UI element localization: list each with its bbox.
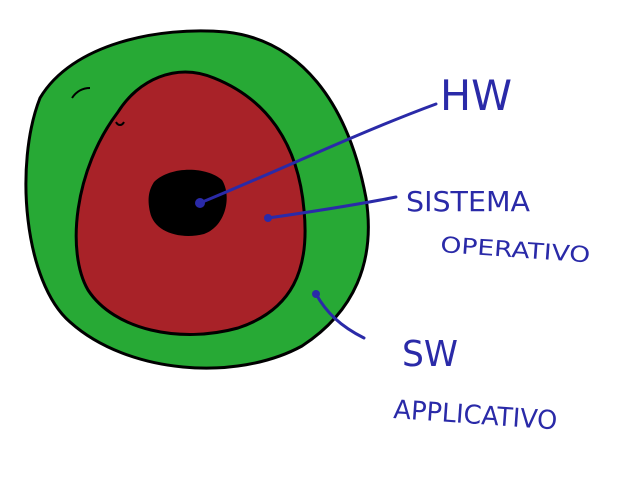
pointer-sw <box>314 292 366 340</box>
pointer-hw-dot <box>195 198 205 208</box>
pointer-lines <box>195 102 438 340</box>
pointer-sw-dot <box>312 290 320 298</box>
label-applicativo: APPLICATIVO <box>393 395 559 436</box>
stray-mark-1 <box>71 87 91 99</box>
label-hw: HW <box>440 71 512 120</box>
pointer-os-dot <box>264 214 272 222</box>
stray-mark-2 <box>115 121 125 126</box>
core-hw <box>148 169 227 236</box>
label-sw: SW <box>402 334 458 375</box>
pointer-hw <box>198 102 438 205</box>
pointer-os <box>266 195 398 220</box>
label-operativo: OPERATIVO <box>440 233 591 268</box>
label-sistema: SISTEMA <box>406 185 530 218</box>
